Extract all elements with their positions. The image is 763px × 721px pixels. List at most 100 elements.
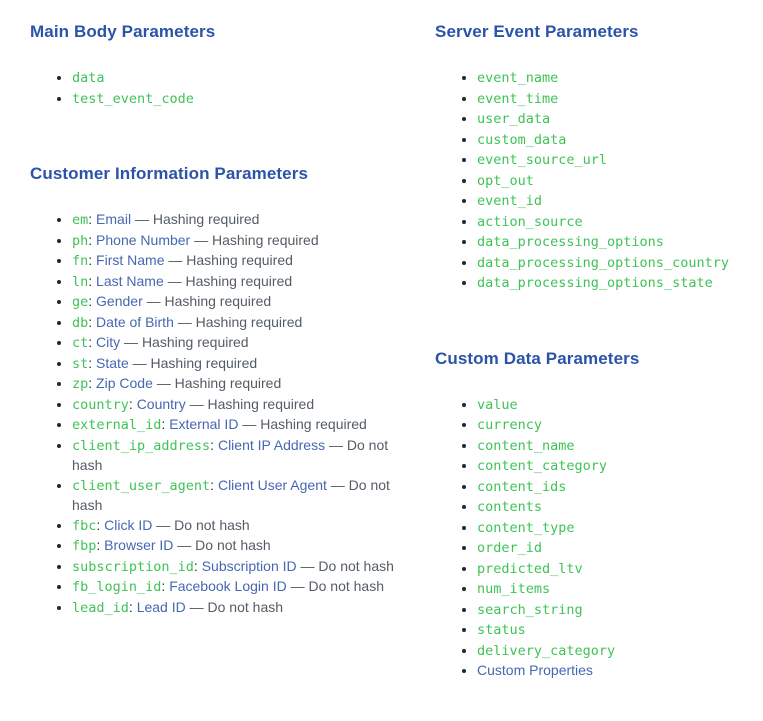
- param-code-link[interactable]: country: [72, 396, 129, 413]
- param-doc-link[interactable]: State: [96, 354, 129, 371]
- param-code-link[interactable]: content_ids: [477, 478, 567, 495]
- param-item: data_processing_options_country: [477, 253, 747, 274]
- param-code-link[interactable]: event_name: [477, 70, 559, 86]
- param-code-link[interactable]: content_name: [477, 437, 575, 454]
- param-code-link[interactable]: fn: [72, 253, 89, 269]
- param-code-link[interactable]: event_time: [477, 90, 559, 107]
- param-code-link[interactable]: search_string: [477, 601, 583, 618]
- param-code-link[interactable]: content_category: [477, 458, 608, 474]
- param-item: search_string: [477, 600, 747, 621]
- param-code-link[interactable]: event_id: [477, 193, 543, 209]
- param-code-link[interactable]: user_data: [477, 111, 551, 127]
- param-code-link[interactable]: db: [72, 314, 89, 331]
- param-note: — Hashing required: [128, 354, 258, 371]
- param-item: action_source: [477, 212, 747, 233]
- param-code-link[interactable]: content_type: [477, 519, 575, 536]
- param-list-server-event-parameters: event_name event_time user_data custom_data…: [435, 68, 747, 294]
- param-separator: :: [210, 436, 218, 453]
- param-doc-link[interactable]: Facebook Login ID: [169, 578, 287, 594]
- param-item: content_ids: [477, 477, 747, 498]
- param-note: — Do not hash: [72, 436, 389, 474]
- param-item: test_event_code: [72, 89, 402, 110]
- param-item: data_processing_options: [477, 232, 747, 253]
- param-code-link[interactable]: data_processing_options: [477, 234, 664, 250]
- param-item: em: Email — Hashing required: [72, 210, 402, 231]
- param-item: db: Date of Birth — Hashing required: [72, 313, 402, 334]
- param-item: ge: Gender — Hashing required: [72, 292, 402, 313]
- param-code-link[interactable]: value: [477, 396, 518, 413]
- param-code-link[interactable]: client_ip_address: [72, 437, 211, 454]
- param-list-customer-information-parameters: em: Email — Hashing requiredph: Phone Nu…: [30, 210, 402, 618]
- param-item: custom_data: [477, 130, 747, 151]
- param-code-link[interactable]: status: [477, 622, 526, 638]
- param-separator: :: [88, 272, 97, 289]
- param-code-link[interactable]: test_event_code: [72, 90, 194, 107]
- param-code-link[interactable]: predicted_ltv: [477, 560, 583, 577]
- param-item: client_user_agent: Client User Agent — D…: [72, 476, 402, 516]
- param-doc-link[interactable]: Custom Properties: [477, 662, 593, 678]
- param-item: fn: First Name — Hashing required: [72, 251, 402, 272]
- param-code-link[interactable]: fb_login_id: [72, 579, 162, 595]
- param-code-link[interactable]: data_processing_options_country: [477, 254, 729, 271]
- param-code-link[interactable]: st: [72, 355, 89, 372]
- param-separator: :: [88, 334, 97, 350]
- section-title-custom-data-parameters: Custom Data Parameters: [435, 348, 640, 368]
- param-doc-link[interactable]: Lead ID: [136, 598, 186, 615]
- param-doc-link[interactable]: Zip Code: [96, 375, 153, 391]
- param-code-link[interactable]: event_source_url: [477, 152, 608, 168]
- param-item: lead_id: Lead ID — Do not hash: [72, 598, 402, 619]
- param-doc-link[interactable]: Client IP Address: [217, 436, 326, 453]
- param-doc-link[interactable]: Date of Birth: [96, 313, 174, 330]
- param-code-link[interactable]: delivery_category: [477, 642, 616, 659]
- param-doc-link[interactable]: Email: [96, 211, 132, 227]
- param-doc-link[interactable]: Browser ID: [104, 537, 174, 553]
- param-code-link[interactable]: contents: [477, 499, 543, 515]
- param-item: content_category: [477, 456, 747, 477]
- param-separator: :: [88, 252, 97, 268]
- param-code-link[interactable]: data: [72, 70, 105, 86]
- param-separator: :: [88, 354, 97, 371]
- param-code-link[interactable]: ln: [72, 273, 89, 290]
- param-item: event_source_url: [477, 150, 747, 171]
- param-separator: :: [88, 231, 97, 248]
- param-code-link[interactable]: em: [72, 212, 89, 228]
- param-code-link[interactable]: subscription_id: [72, 558, 194, 575]
- param-code-link[interactable]: fbc: [72, 517, 97, 534]
- param-code-link[interactable]: order_id: [477, 540, 543, 556]
- param-separator: :: [96, 537, 105, 553]
- param-code-link[interactable]: client_user_agent: [72, 477, 211, 494]
- param-code-link[interactable]: custom_data: [477, 131, 567, 148]
- param-doc-link[interactable]: Gender: [96, 293, 143, 309]
- param-item: predicted_ltv: [477, 559, 747, 580]
- param-item: Custom Properties: [477, 661, 747, 681]
- param-code-link[interactable]: opt_out: [477, 172, 534, 189]
- param-code-link[interactable]: data_processing_options_state: [477, 275, 713, 291]
- param-code-link[interactable]: external_id: [72, 417, 162, 433]
- param-doc-link[interactable]: Last Name: [96, 272, 164, 289]
- param-doc-link[interactable]: Client User Agent: [217, 476, 327, 493]
- param-code-link[interactable]: ge: [72, 294, 89, 310]
- param-doc-link[interactable]: Subscription ID: [201, 557, 297, 574]
- param-doc-link[interactable]: Click ID: [104, 516, 153, 533]
- param-doc-link[interactable]: Country: [136, 395, 186, 412]
- param-doc-link[interactable]: City: [96, 334, 121, 350]
- param-note: — Hashing required: [185, 395, 315, 412]
- param-item: ct: City — Hashing required: [72, 333, 402, 354]
- param-code-link[interactable]: ph: [72, 232, 89, 249]
- param-item: data_processing_options_state: [477, 273, 747, 294]
- param-doc-link[interactable]: First Name: [96, 252, 165, 268]
- param-code-link[interactable]: num_items: [477, 581, 551, 597]
- param-code-link[interactable]: action_source: [477, 213, 583, 230]
- param-list-main-body-parameters: data test_event_code: [30, 68, 402, 109]
- param-code-link[interactable]: currency: [477, 417, 543, 433]
- param-item: status: [477, 620, 747, 641]
- param-code-link[interactable]: ct: [72, 335, 89, 351]
- param-item: event_time: [477, 89, 747, 110]
- param-note: — Do not hash: [185, 598, 284, 615]
- param-code-link[interactable]: zp: [72, 376, 89, 392]
- param-doc-link[interactable]: External ID: [169, 416, 239, 432]
- param-doc-link[interactable]: Phone Number: [96, 231, 191, 248]
- param-code-link[interactable]: fbp: [72, 538, 97, 554]
- param-code-link[interactable]: lead_id: [72, 599, 129, 616]
- param-item: content_type: [477, 518, 747, 539]
